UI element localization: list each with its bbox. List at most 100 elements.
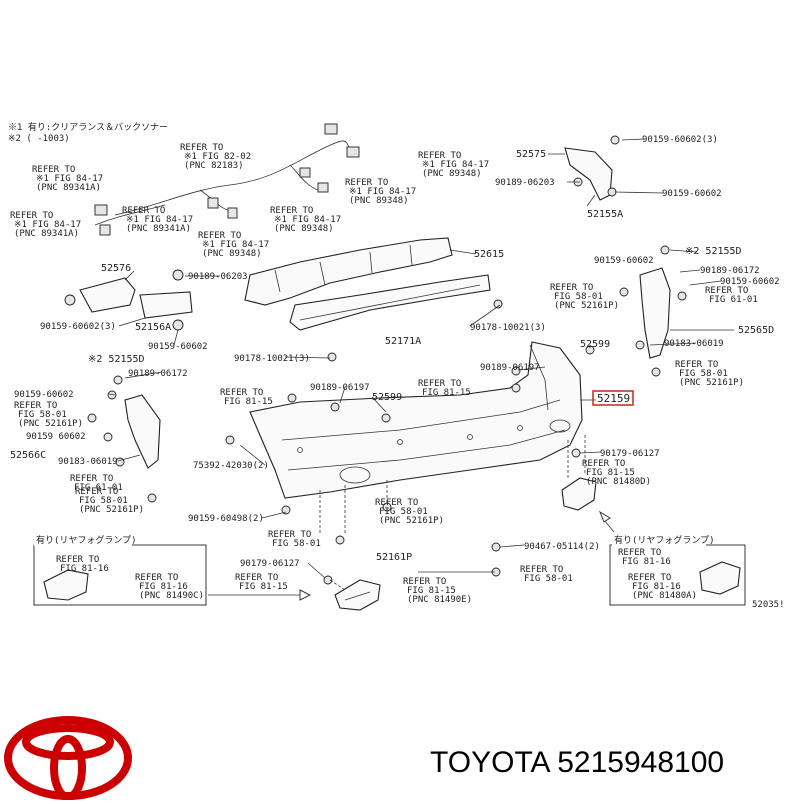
- label-90159-60602: 90159-60602: [662, 189, 722, 199]
- refer-line: (PNC 89348): [349, 196, 409, 206]
- refer-callout-r6: REFER TO※1 FIG 84-17(PNC 89341A): [122, 206, 193, 234]
- refer-line: FIG 58-01: [679, 369, 728, 379]
- label-90159-60602-b: 90159-60602: [594, 256, 654, 266]
- refer-line: (PNC 89348): [422, 169, 482, 179]
- refer-line: FIG 81-15: [407, 586, 456, 596]
- refer-line: REFER TO: [235, 573, 278, 583]
- refer-line: (PNC 81490E): [407, 595, 472, 605]
- fog-lamp-right: [561, 477, 597, 511]
- refer-line: ※1 FIG 84-17: [126, 215, 193, 225]
- refer-line: (PNC 52161P): [554, 301, 619, 311]
- side-retainer-52565D: [619, 245, 687, 377]
- bumper-cover-52159: [249, 341, 583, 499]
- retainer-52155A: [564, 135, 620, 201]
- refer-line: FIG 81-16: [60, 564, 109, 574]
- note-1: ※1 有り:クリアランス＆バックソナー: [8, 121, 168, 133]
- refer-line: FIG 58-01: [272, 539, 321, 549]
- refer-line: REFER TO: [403, 577, 446, 587]
- fog-lamp-center: [334, 579, 381, 611]
- refer-line: FIG 58-01: [524, 574, 573, 584]
- refer-line: (PNC 89341A): [126, 224, 191, 234]
- refer-line: FIG 81-15: [239, 582, 288, 592]
- label-90159-60602-d: 90159-60602: [148, 342, 208, 352]
- refer-line: FIG 58-01: [18, 410, 67, 420]
- refer-line: (PNC 81480A): [632, 591, 697, 601]
- label-90159-60602-c: 90159-60602: [720, 277, 780, 287]
- note-2: ※2 ( -1003): [8, 134, 70, 144]
- label-52159: 52159: [597, 392, 630, 405]
- refer-line: REFER TO: [675, 360, 718, 370]
- label-52171A: 52171A: [385, 336, 421, 347]
- refer-line: ※1 FIG 84-17: [14, 220, 81, 230]
- label-90189-06203-b: 90189-06203: [188, 272, 248, 282]
- refer-line: REFER TO: [628, 573, 671, 583]
- label-90189-06197-b: 90189-06197: [310, 383, 370, 393]
- label-90159-60602-3b: 90159-60602(3): [40, 322, 116, 332]
- refer-line: REFER TO: [418, 151, 461, 161]
- refer-line: REFER TO: [618, 548, 661, 558]
- refer-callout-r7: REFER TO※1 FIG 84-17(PNC 89348): [198, 231, 269, 259]
- label-90467: 90467-05114(2): [524, 542, 600, 552]
- refer-callout-r1: REFER TO※1 FIG 84-17(PNC 89341A): [32, 165, 103, 193]
- label-52155D-top: ※2 52155D: [685, 246, 742, 257]
- wire-harness: [94, 123, 360, 236]
- fog-lamp-box-right: [609, 534, 746, 606]
- refer-line: REFER TO: [75, 487, 118, 497]
- refer-line: FIG 58-01: [79, 496, 128, 506]
- refer-line: ※1 FIG 84-17: [349, 187, 416, 197]
- refer-line: REFER TO: [70, 474, 113, 484]
- refer-line: REFER TO: [270, 206, 313, 216]
- refer-callout-r5: REFER TO※1 FIG 84-17(PNC 89341A): [10, 211, 81, 239]
- brand-caption: TOYOTA 5215948100: [430, 746, 725, 779]
- fog-lamp-box-left: [33, 534, 207, 606]
- label-52575: 52575: [516, 149, 546, 160]
- refer-line: REFER TO: [56, 555, 99, 565]
- label-52155A: 52155A: [587, 209, 623, 220]
- refer-line: (PNC 81490C): [139, 591, 204, 601]
- refer-line: (PNC 89341A): [14, 229, 79, 239]
- label-90179-06127: 90179-06127: [600, 449, 660, 459]
- refer-line: ※1 FIG 84-17: [202, 240, 269, 250]
- pointer-arrow: [208, 589, 312, 601]
- refer-line: REFER TO: [418, 379, 461, 389]
- pointer-arrow-right: [598, 510, 615, 533]
- refer-line: FIG 58-01: [379, 507, 428, 517]
- refer-line: FIG 81-15: [224, 397, 273, 407]
- refer-line: REFER TO: [375, 498, 418, 508]
- label-90178-10021-3b: 90178-10021(3): [234, 354, 310, 364]
- label-90178-10021-3a: 90178-10021(3): [470, 323, 546, 333]
- guide-lines: [319, 435, 586, 591]
- refer-line: (PNC 89348): [274, 224, 334, 234]
- label-90189-06203: 90189-06203: [495, 178, 555, 188]
- refer-to-callouts: REFER TO※1 FIG 84-17(PNC 89341A)REFER TO…: [10, 143, 758, 605]
- label-90159-60498-2: 90159-60498(2): [188, 514, 264, 524]
- refer-line: (PNC 52161P): [18, 419, 83, 429]
- label-90189-06172-b: 90189-06172: [128, 369, 188, 379]
- refer-line: ※1 FIG 82-02: [184, 152, 251, 162]
- refer-line: ※1 FIG 84-17: [422, 160, 489, 170]
- refer-line: (PNC 82183): [184, 161, 244, 171]
- label-52566C: 52566C: [10, 450, 46, 461]
- refer-line: REFER TO: [268, 530, 311, 540]
- refer-line: REFER TO: [198, 231, 241, 241]
- label-52156A: 52156A: [135, 322, 171, 333]
- label-52161P: 52161P: [376, 552, 412, 563]
- bumper-absorber-52615: [244, 237, 453, 306]
- label-90183-06019-b: 90183-06019: [58, 457, 118, 467]
- refer-line: FIG 58-01: [554, 292, 603, 302]
- label-90189-06172: 90189-06172: [700, 266, 760, 276]
- refer-line: REFER TO: [14, 401, 57, 411]
- refer-line: REFER TO: [582, 459, 625, 469]
